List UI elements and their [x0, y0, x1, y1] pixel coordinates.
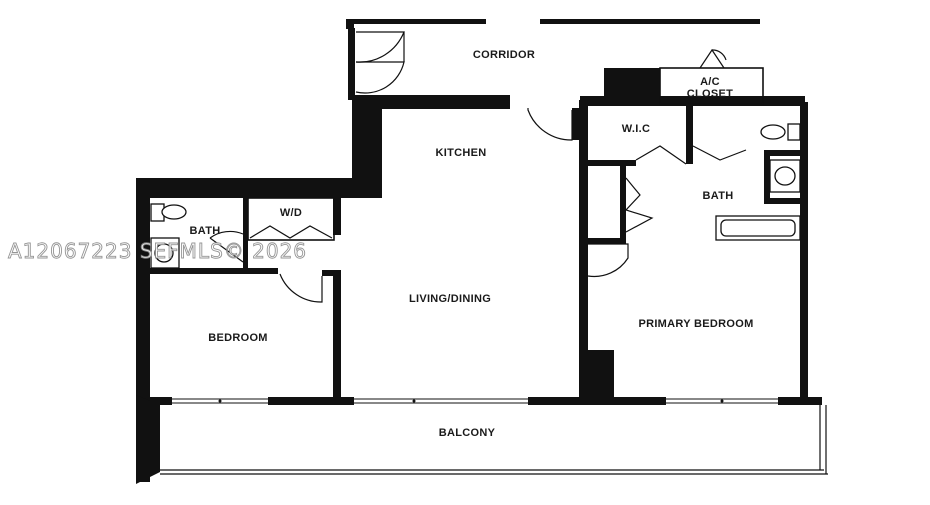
- label-bedroom: BEDROOM: [208, 332, 268, 344]
- label-ac-closet-line1: A/C: [700, 76, 720, 88]
- entry-door: [348, 28, 405, 100]
- label-wd: W/D: [280, 207, 302, 219]
- label-primary-bedroom: PRIMARY BEDROOM: [638, 318, 753, 330]
- bedroom-door: [279, 273, 323, 303]
- balcony-railing: [160, 405, 828, 475]
- label-ac-closet-line2: CLOSET: [687, 88, 733, 100]
- wd-bifold-door: [249, 225, 333, 239]
- closet-bifold-door: [624, 177, 654, 233]
- left-interior-walls: [148, 195, 341, 400]
- label-wic: W.I.C: [622, 123, 650, 135]
- primary-bath-fixtures: [715, 123, 801, 241]
- label-bath-secondary: BATH: [190, 225, 221, 237]
- ac-closet: [659, 48, 764, 105]
- label-corridor: CORRIDOR: [473, 49, 535, 61]
- window-line: [150, 397, 822, 405]
- primary-bedroom-door: [587, 243, 629, 278]
- kitchen-door: [527, 108, 580, 141]
- mls-watermark: A12067223 SEFMLS© 2026: [8, 239, 307, 263]
- outer-walls: [136, 68, 808, 484]
- corridor-walls: [346, 19, 760, 29]
- secondary-bath-fixtures: [150, 203, 187, 269]
- label-bath-primary: BATH: [703, 190, 734, 202]
- wic-door: [635, 145, 747, 165]
- interior-walls: [579, 100, 802, 402]
- label-balcony: BALCONY: [439, 427, 496, 439]
- label-living-dining: LIVING/DINING: [409, 293, 491, 305]
- label-kitchen: KITCHEN: [436, 147, 487, 159]
- secondary-bath-door: [209, 230, 244, 263]
